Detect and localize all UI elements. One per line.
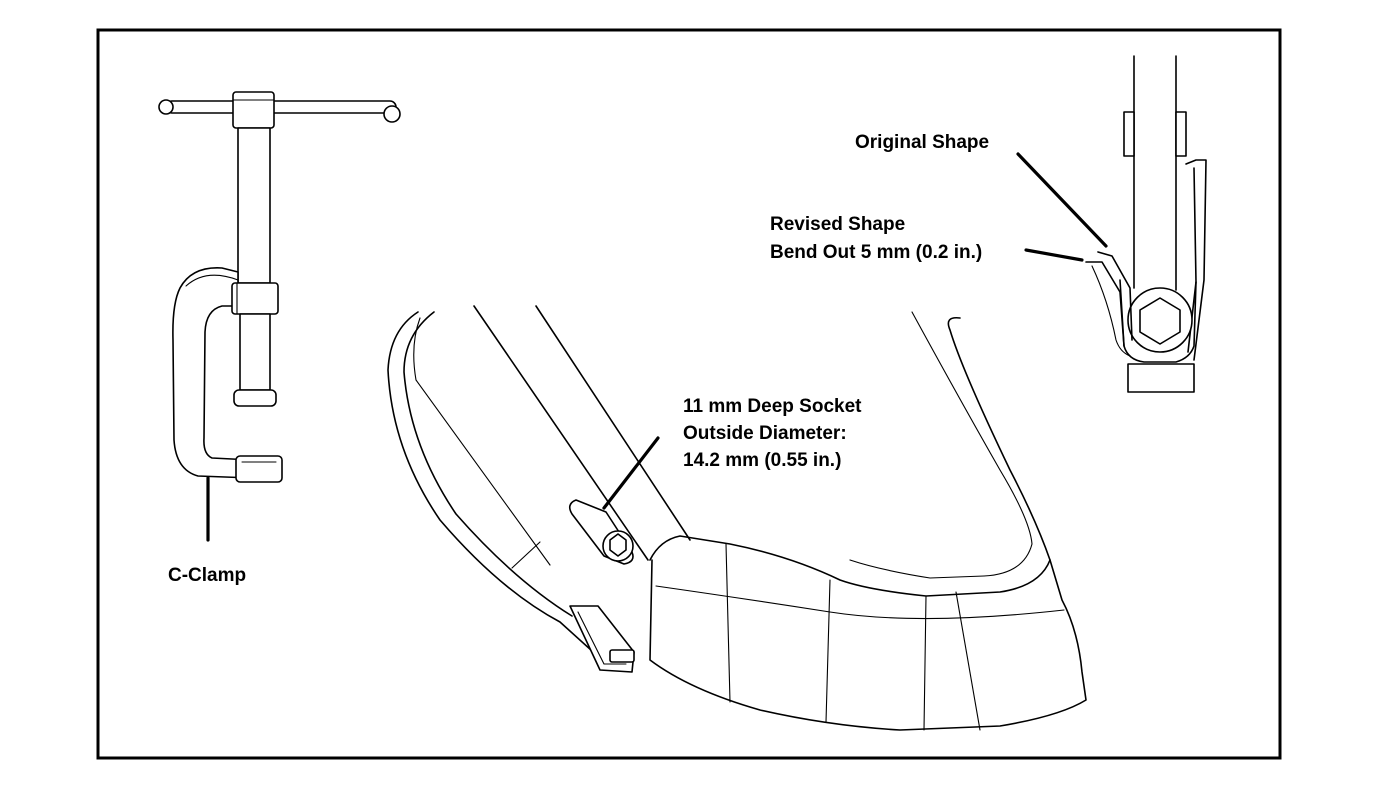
- c-clamp-illustration: [158, 91, 401, 483]
- socket-label: 11 mm Deep Socket: [683, 396, 862, 417]
- socket-od-value: 14.2 mm (0.55 in.): [683, 450, 842, 471]
- c-clamp-label: C-Clamp: [168, 565, 247, 586]
- revised-shape-label: Revised Shape: [770, 214, 906, 235]
- caliper-illustration: [387, 305, 1087, 731]
- socket-od-label: Outside Diameter:: [683, 423, 847, 444]
- diagram-frame: [96, 28, 1282, 760]
- bend-out-label: Bend Out 5 mm (0.2 in.): [770, 242, 983, 263]
- original-shape-label: Original Shape: [855, 132, 990, 153]
- clip-shape-detail: [1085, 55, 1207, 393]
